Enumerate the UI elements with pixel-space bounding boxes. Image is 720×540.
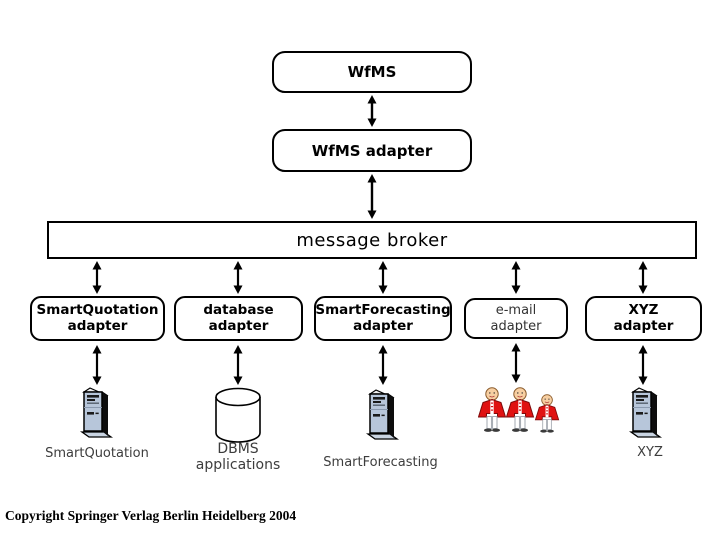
message-broker-box: message broker bbox=[47, 221, 697, 259]
double-arrow bbox=[364, 95, 380, 131]
adapter-label-line2: adapter bbox=[208, 317, 269, 334]
server-icon bbox=[626, 387, 666, 445]
wfms-label: WfMS bbox=[347, 63, 397, 81]
database-cylinder-icon bbox=[214, 386, 262, 448]
adapter-label-line1: SmartForecasting bbox=[315, 301, 451, 318]
double-arrow bbox=[230, 345, 246, 389]
endpoint-label-line1: DBMS bbox=[217, 441, 259, 457]
double-arrow bbox=[89, 261, 105, 298]
adapter-label-line2: adapter bbox=[613, 317, 674, 334]
wfms-adapter-label: WfMS adapter bbox=[311, 141, 433, 160]
double-arrow bbox=[89, 345, 105, 389]
double-arrow bbox=[375, 261, 391, 298]
adapter-label-line2: adapter bbox=[490, 318, 542, 334]
wfms-adapter-box: WfMS adapter bbox=[272, 129, 472, 172]
server-icon bbox=[363, 389, 403, 447]
adapter-label-line1: e-mail bbox=[495, 303, 537, 319]
users-icon bbox=[478, 387, 564, 447]
adapter-label-line2: adapter bbox=[353, 317, 413, 334]
adapter-label-line1: XYZ bbox=[628, 301, 659, 318]
copyright-notice: Copyright Springer Verlag Berlin Heidelb… bbox=[5, 508, 297, 523]
double-arrow bbox=[635, 345, 651, 389]
adapter-label-line2: adapter bbox=[67, 317, 128, 334]
email-adapter-box: e-mail adapter bbox=[464, 298, 568, 339]
double-arrow bbox=[508, 261, 524, 298]
endpoint-label: SmartQuotation bbox=[45, 446, 149, 461]
double-arrow bbox=[230, 261, 246, 298]
double-arrow bbox=[635, 261, 651, 298]
double-arrow bbox=[508, 343, 524, 387]
double-arrow bbox=[364, 174, 380, 223]
smartforecasting-adapter-box: SmartForecasting adapter bbox=[314, 296, 452, 341]
smartquotation-adapter-box: SmartQuotation adapter bbox=[30, 296, 165, 341]
endpoint-label-line2: applications bbox=[195, 457, 281, 473]
adapter-label-line1: database bbox=[203, 301, 274, 318]
message-broker-label: message broker bbox=[296, 229, 448, 251]
adapter-label-line1: SmartQuotation bbox=[36, 301, 159, 318]
xyz-adapter-box: XYZ adapter bbox=[585, 296, 702, 341]
wfms-box: WfMS bbox=[272, 51, 472, 93]
double-arrow bbox=[375, 345, 391, 389]
server-icon bbox=[77, 387, 117, 445]
endpoint-label: SmartForecasting bbox=[323, 455, 438, 470]
endpoint-label: XYZ bbox=[637, 445, 663, 460]
database-adapter-box: database adapter bbox=[174, 296, 303, 341]
endpoint-label: DBMS applications bbox=[178, 441, 298, 473]
